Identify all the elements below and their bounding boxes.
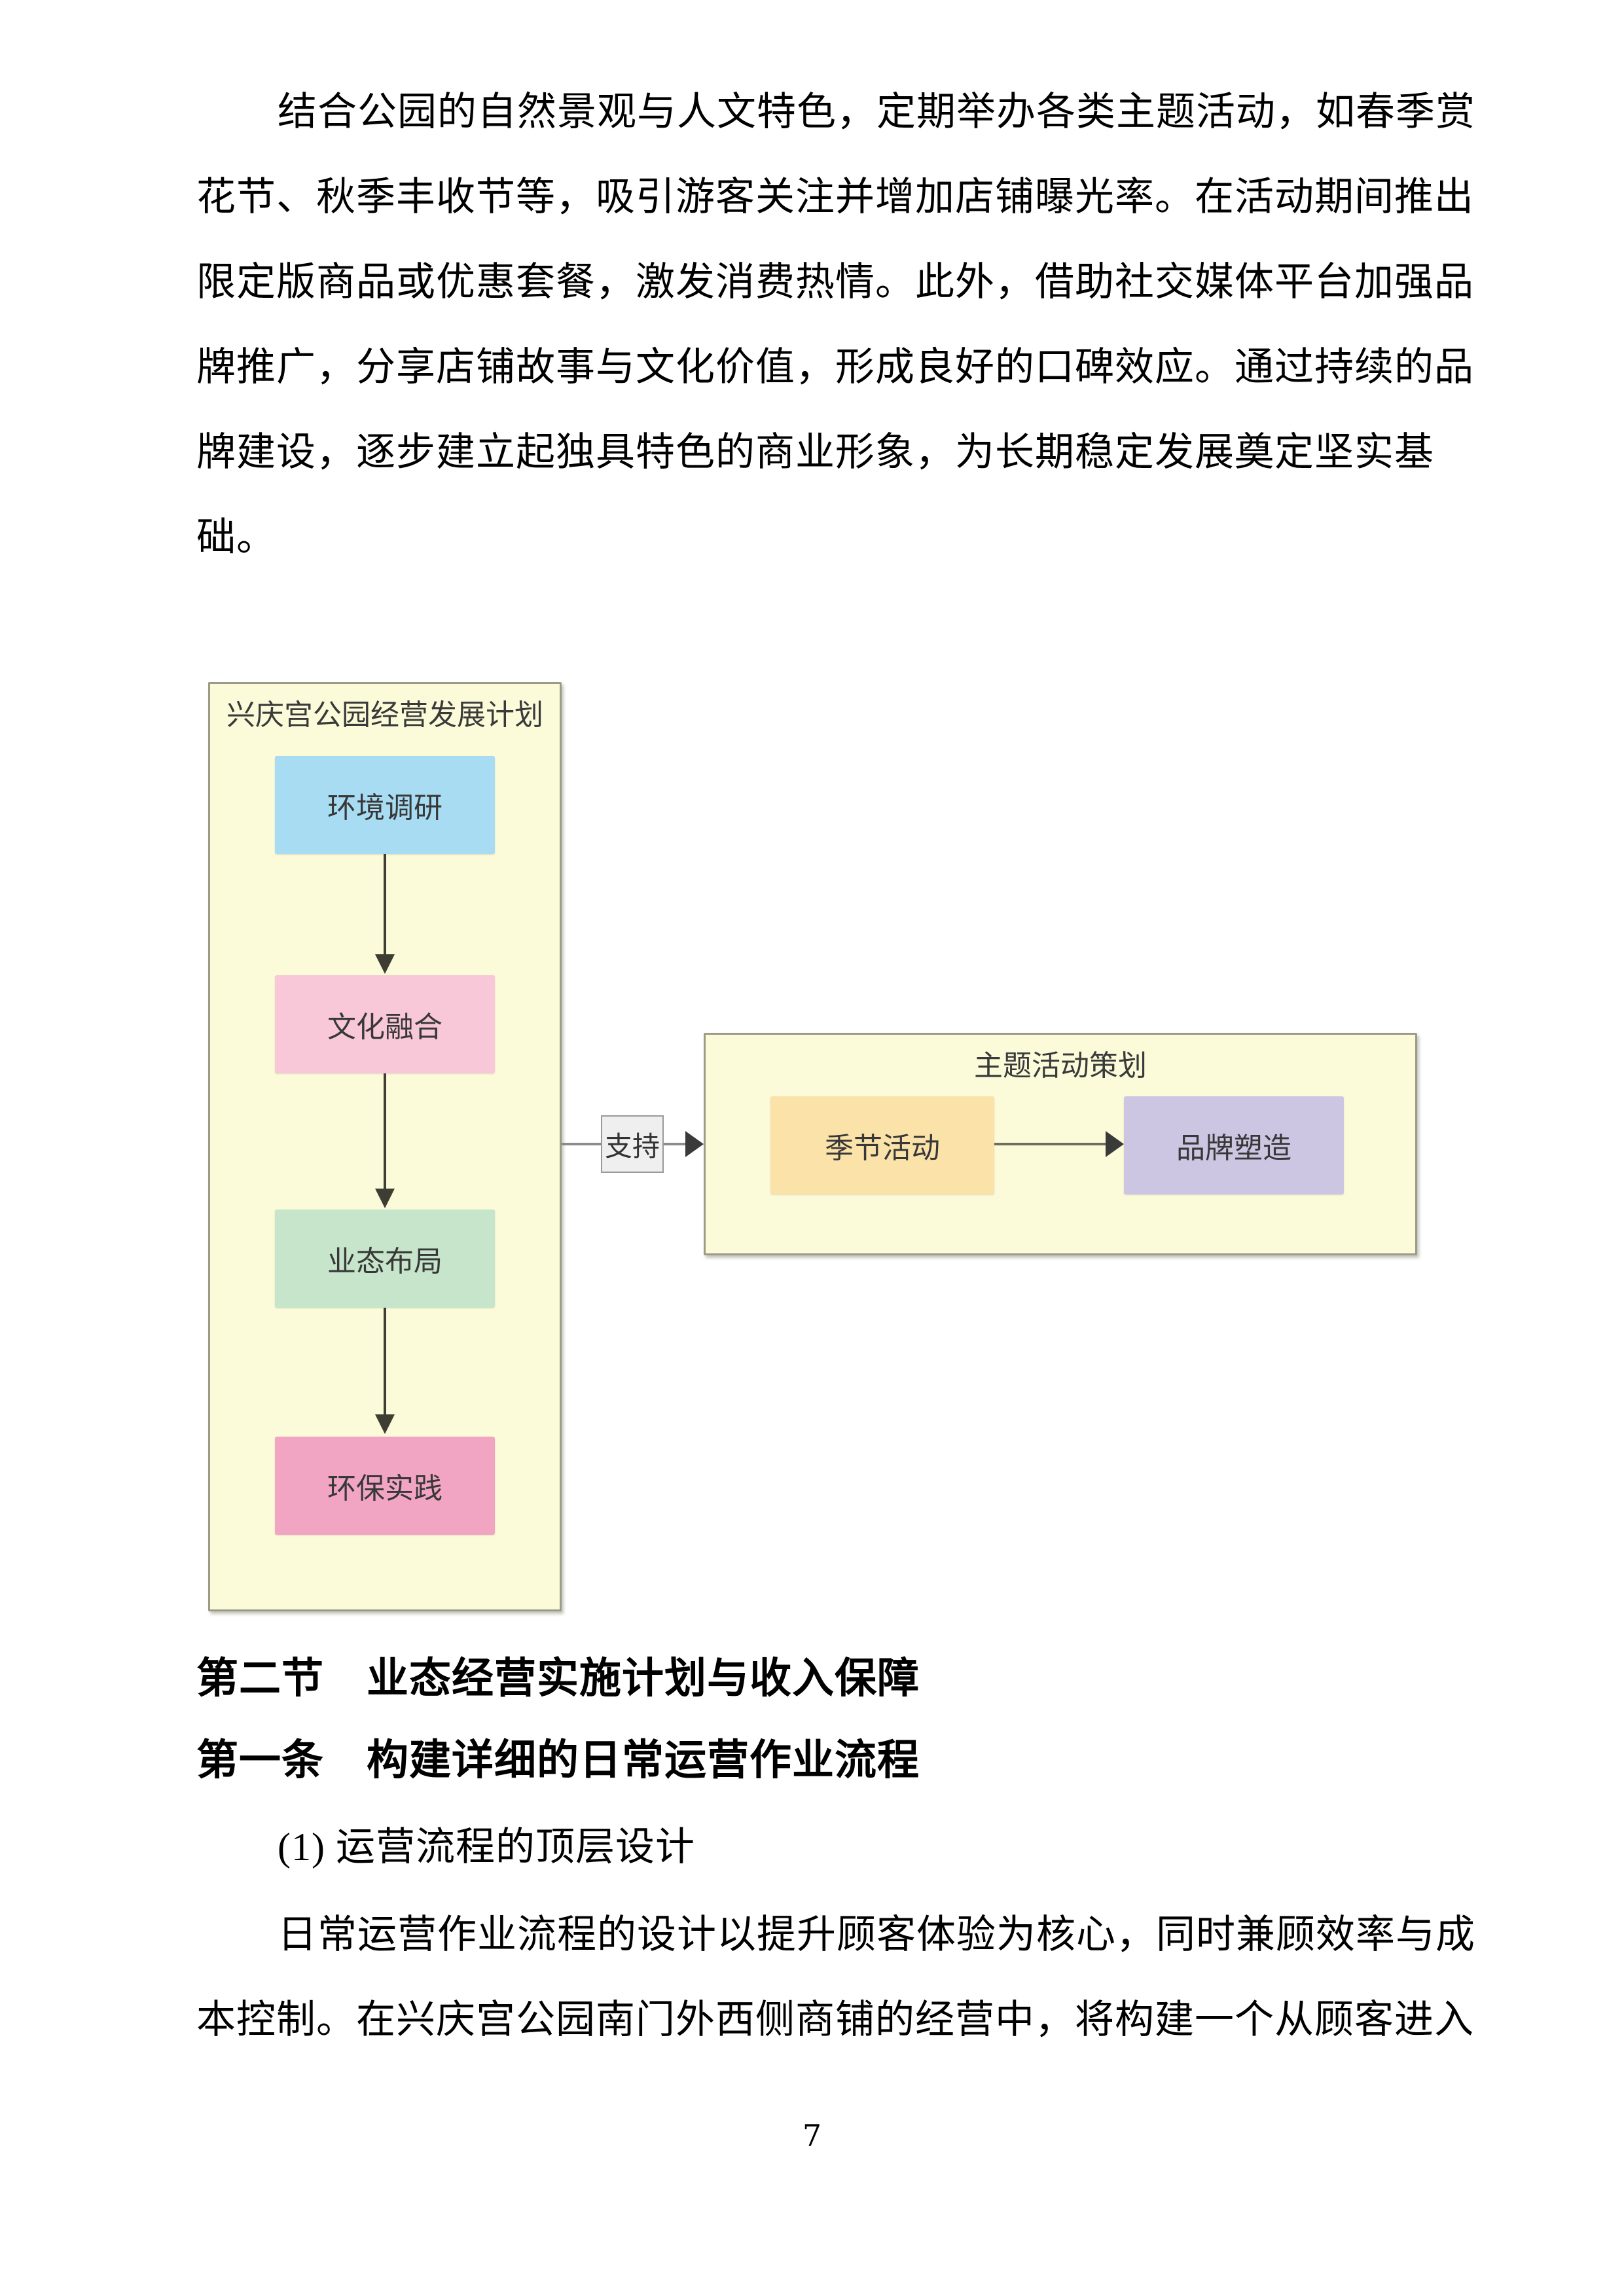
flow-node-culture-integration: 文化融合 [275,975,495,1073]
flow-node-eco-practice: 环保实践 [275,1437,495,1535]
paragraph-line: 础。 [196,516,276,559]
paragraph-line: 日常运营作业流程的设计以提升顾客体验为核心，同时兼顾效率与成 [278,1913,1475,1956]
page-number: 7 [802,2118,822,2153]
down-arrow-line [384,1073,386,1189]
flow-node-brand-building: 品牌塑造 [1124,1096,1344,1194]
down-arrow-head-icon [375,1189,395,1208]
paragraph-line: 牌建设，逐步建立起独具特色的商业形象，为长期稳定发展奠定坚实基 [196,431,1434,474]
right-arrow-head-icon [1106,1131,1124,1157]
flow-node-environment-research: 环境调研 [275,756,495,854]
flowchart-group-title: 主题活动策划 [974,1050,1147,1082]
list-item-line: (1) 运营流程的顶层设计 [278,1825,695,1869]
right-arrow-head-icon [685,1131,704,1157]
down-arrow-line [384,854,386,956]
support-edge-label: 支持 [601,1115,664,1173]
paragraph-line: 结合公园的自然景观与人文特色，定期举办各类主题活动，如春季赏 [278,90,1475,134]
paragraph-line: 本控制。在兴庆宫公园南门外西侧商铺的经营中，将构建一个从顾客进入 [196,1998,1474,2041]
article-heading: 第一条 构建详细的日常运营作业流程 [196,1737,920,1784]
section-heading: 第二节 业态经营实施计划与收入保障 [196,1655,920,1702]
paragraph-line: 限定版商品或优惠套餐，激发消费热情。此外，借助社交媒体平台加强品 [196,260,1474,304]
down-arrow-head-icon [375,1414,395,1434]
flow-node-seasonal-activities: 季节活动 [770,1096,994,1194]
brand-connector-line [994,1143,1106,1145]
flow-node-business-layout: 业态布局 [275,1210,495,1308]
paragraph-line: 牌推广，分享店铺故事与文化价值，形成良好的口碑效应。通过持续的品 [196,346,1474,389]
down-arrow-head-icon [375,954,395,974]
down-arrow-line [384,1308,386,1416]
paragraph-line: 花节、秋季丰收节等，吸引游客关注并增加店铺曝光率。在活动期间推出 [196,175,1474,219]
flowchart-group-title: 兴庆宫公园经营发展计划 [226,699,543,731]
